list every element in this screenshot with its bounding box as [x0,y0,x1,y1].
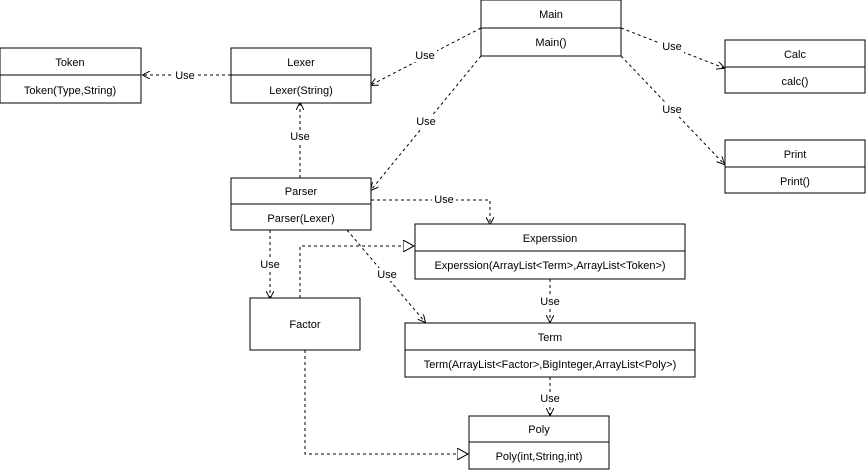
class-method: Main() [535,37,566,49]
class-title: Parser [285,186,318,198]
edge-label-parser-lexer: Use [290,131,310,143]
edge-label-main-parser: Use [416,116,436,128]
class-print[interactable]: Print Print() [724,139,866,194]
class-token[interactable]: Token Token(Type,String) [0,47,142,104]
class-title: Token [55,57,84,69]
edge-factor-experssion [299,246,414,298]
edge-factor-poly [304,350,468,454]
edge-label-parser-factor: Use [260,259,280,271]
edges [143,27,724,454]
edge-label-main-lexer: Use [415,50,435,62]
class-poly[interactable]: Poly Poly(int,String,int) [468,415,610,470]
class-method: Experssion(ArrayList<Term>,ArrayList<Tok… [434,260,665,272]
class-parser[interactable]: Parser Parser(Lexer) [230,177,372,231]
class-method: Term(ArrayList<Factor>,BigInteger,ArrayL… [424,359,676,371]
class-term[interactable]: Term Term(ArrayList<Factor>,BigInteger,A… [404,322,696,378]
class-title: Factor [289,319,321,331]
edge-label-parser-term: Use [377,269,397,281]
class-title: Lexer [287,57,315,69]
class-method: Token(Type,String) [24,85,116,97]
class-factor[interactable]: Factor [249,297,361,351]
class-method: Poly(int,String,int) [496,451,583,463]
class-method: Lexer(String) [269,85,333,97]
edge-label-main-calc: Use [662,41,682,53]
class-method: calc() [782,76,809,88]
edge-label-main-print: Use [662,104,682,116]
edge-parser-experssion [371,199,490,224]
edge-labels: Use Use Use Use Use Use Use Use Use Use … [173,40,684,405]
class-title: Main [539,9,563,21]
class-calc[interactable]: Calc calc() [724,39,866,94]
class-title: Print [784,149,807,161]
edge-label-experssion-term: Use [540,296,560,308]
class-main[interactable]: Main Main() [480,0,622,57]
class-method: Print() [780,176,810,188]
class-title: Calc [784,49,807,61]
class-lexer[interactable]: Lexer Lexer(String) [230,47,372,104]
edge-label-lexer-token: Use [175,70,195,82]
class-method: Parser(Lexer) [267,213,334,225]
edge-label-term-poly: Use [540,393,560,405]
class-title: Term [538,332,562,344]
class-experssion[interactable]: Experssion Experssion(ArrayList<Term>,Ar… [414,223,686,280]
class-title: Poly [528,424,550,436]
edge-label-parser-experssion: Use [434,194,454,206]
class-title: Experssion [523,233,577,245]
